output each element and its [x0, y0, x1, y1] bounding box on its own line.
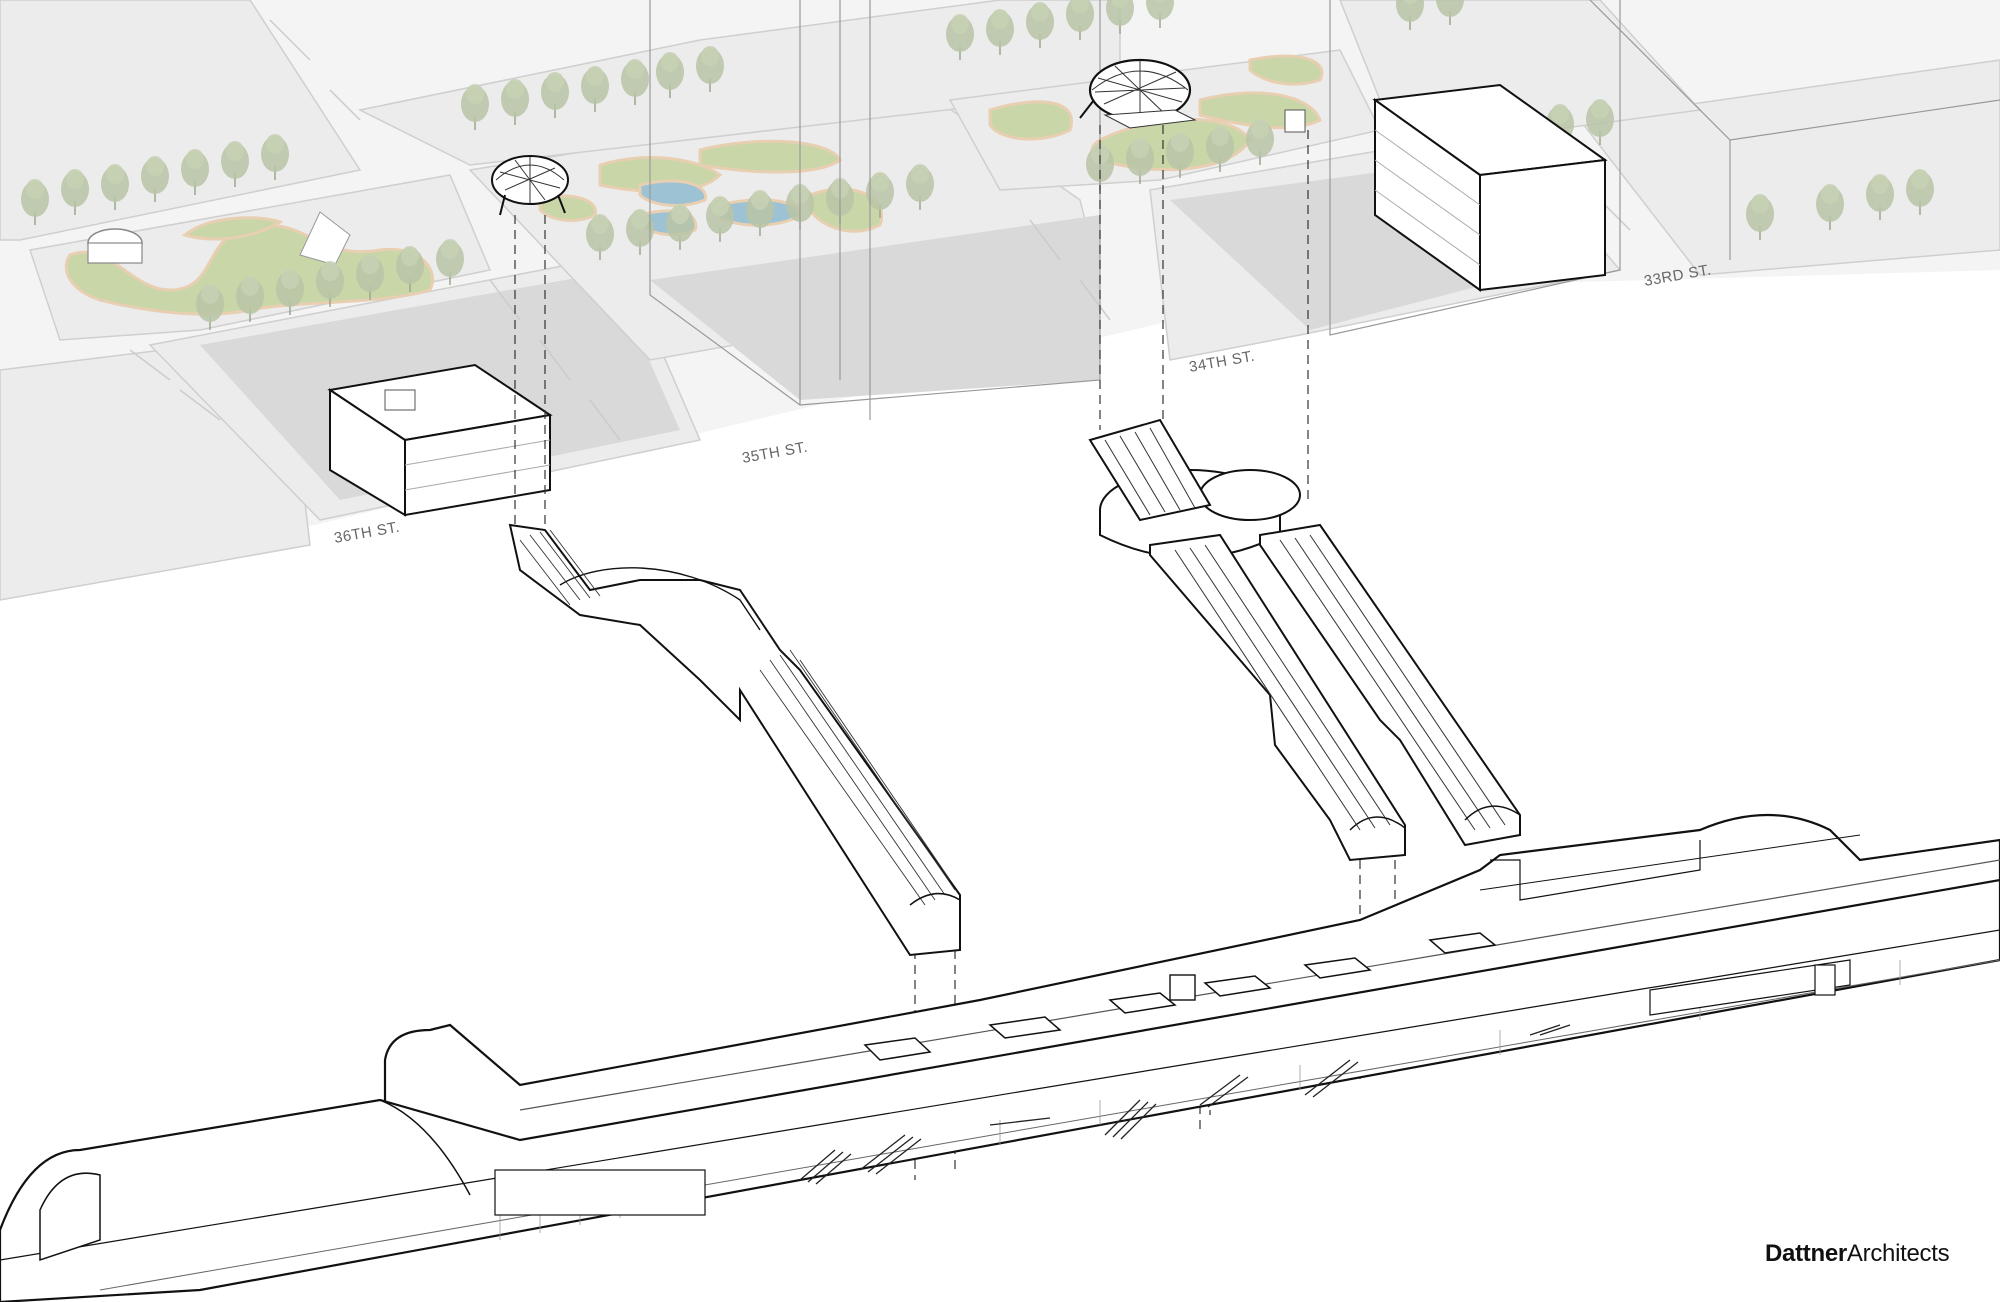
west-escalator-shaft — [508, 523, 961, 957]
east-canopy-pavilion — [1079, 58, 1197, 129]
block-33rd-east — [1578, 59, 2000, 276]
small-kiosk — [1284, 109, 1306, 133]
block-36th-north — [0, 0, 362, 241]
low-building-36th — [327, 363, 553, 517]
low-building-33rd — [1372, 83, 1608, 292]
block-35-34-footprint — [650, 215, 1100, 400]
street-label-36th: 36TH ST. — [333, 519, 401, 547]
east-escalator-shafts — [1088, 418, 1521, 862]
logo-bold-text: Dattner — [1765, 1240, 1847, 1267]
block-north-middle — [357, 0, 1121, 166]
street-label-35th: 35TH ST. — [741, 439, 809, 467]
platform-level — [0, 878, 2000, 1302]
logo-light-text: Architects — [1846, 1240, 1950, 1267]
west-canopy-pavilion — [491, 155, 569, 216]
dattner-architects-logo: DattnerArchitects — [1765, 1240, 1950, 1268]
